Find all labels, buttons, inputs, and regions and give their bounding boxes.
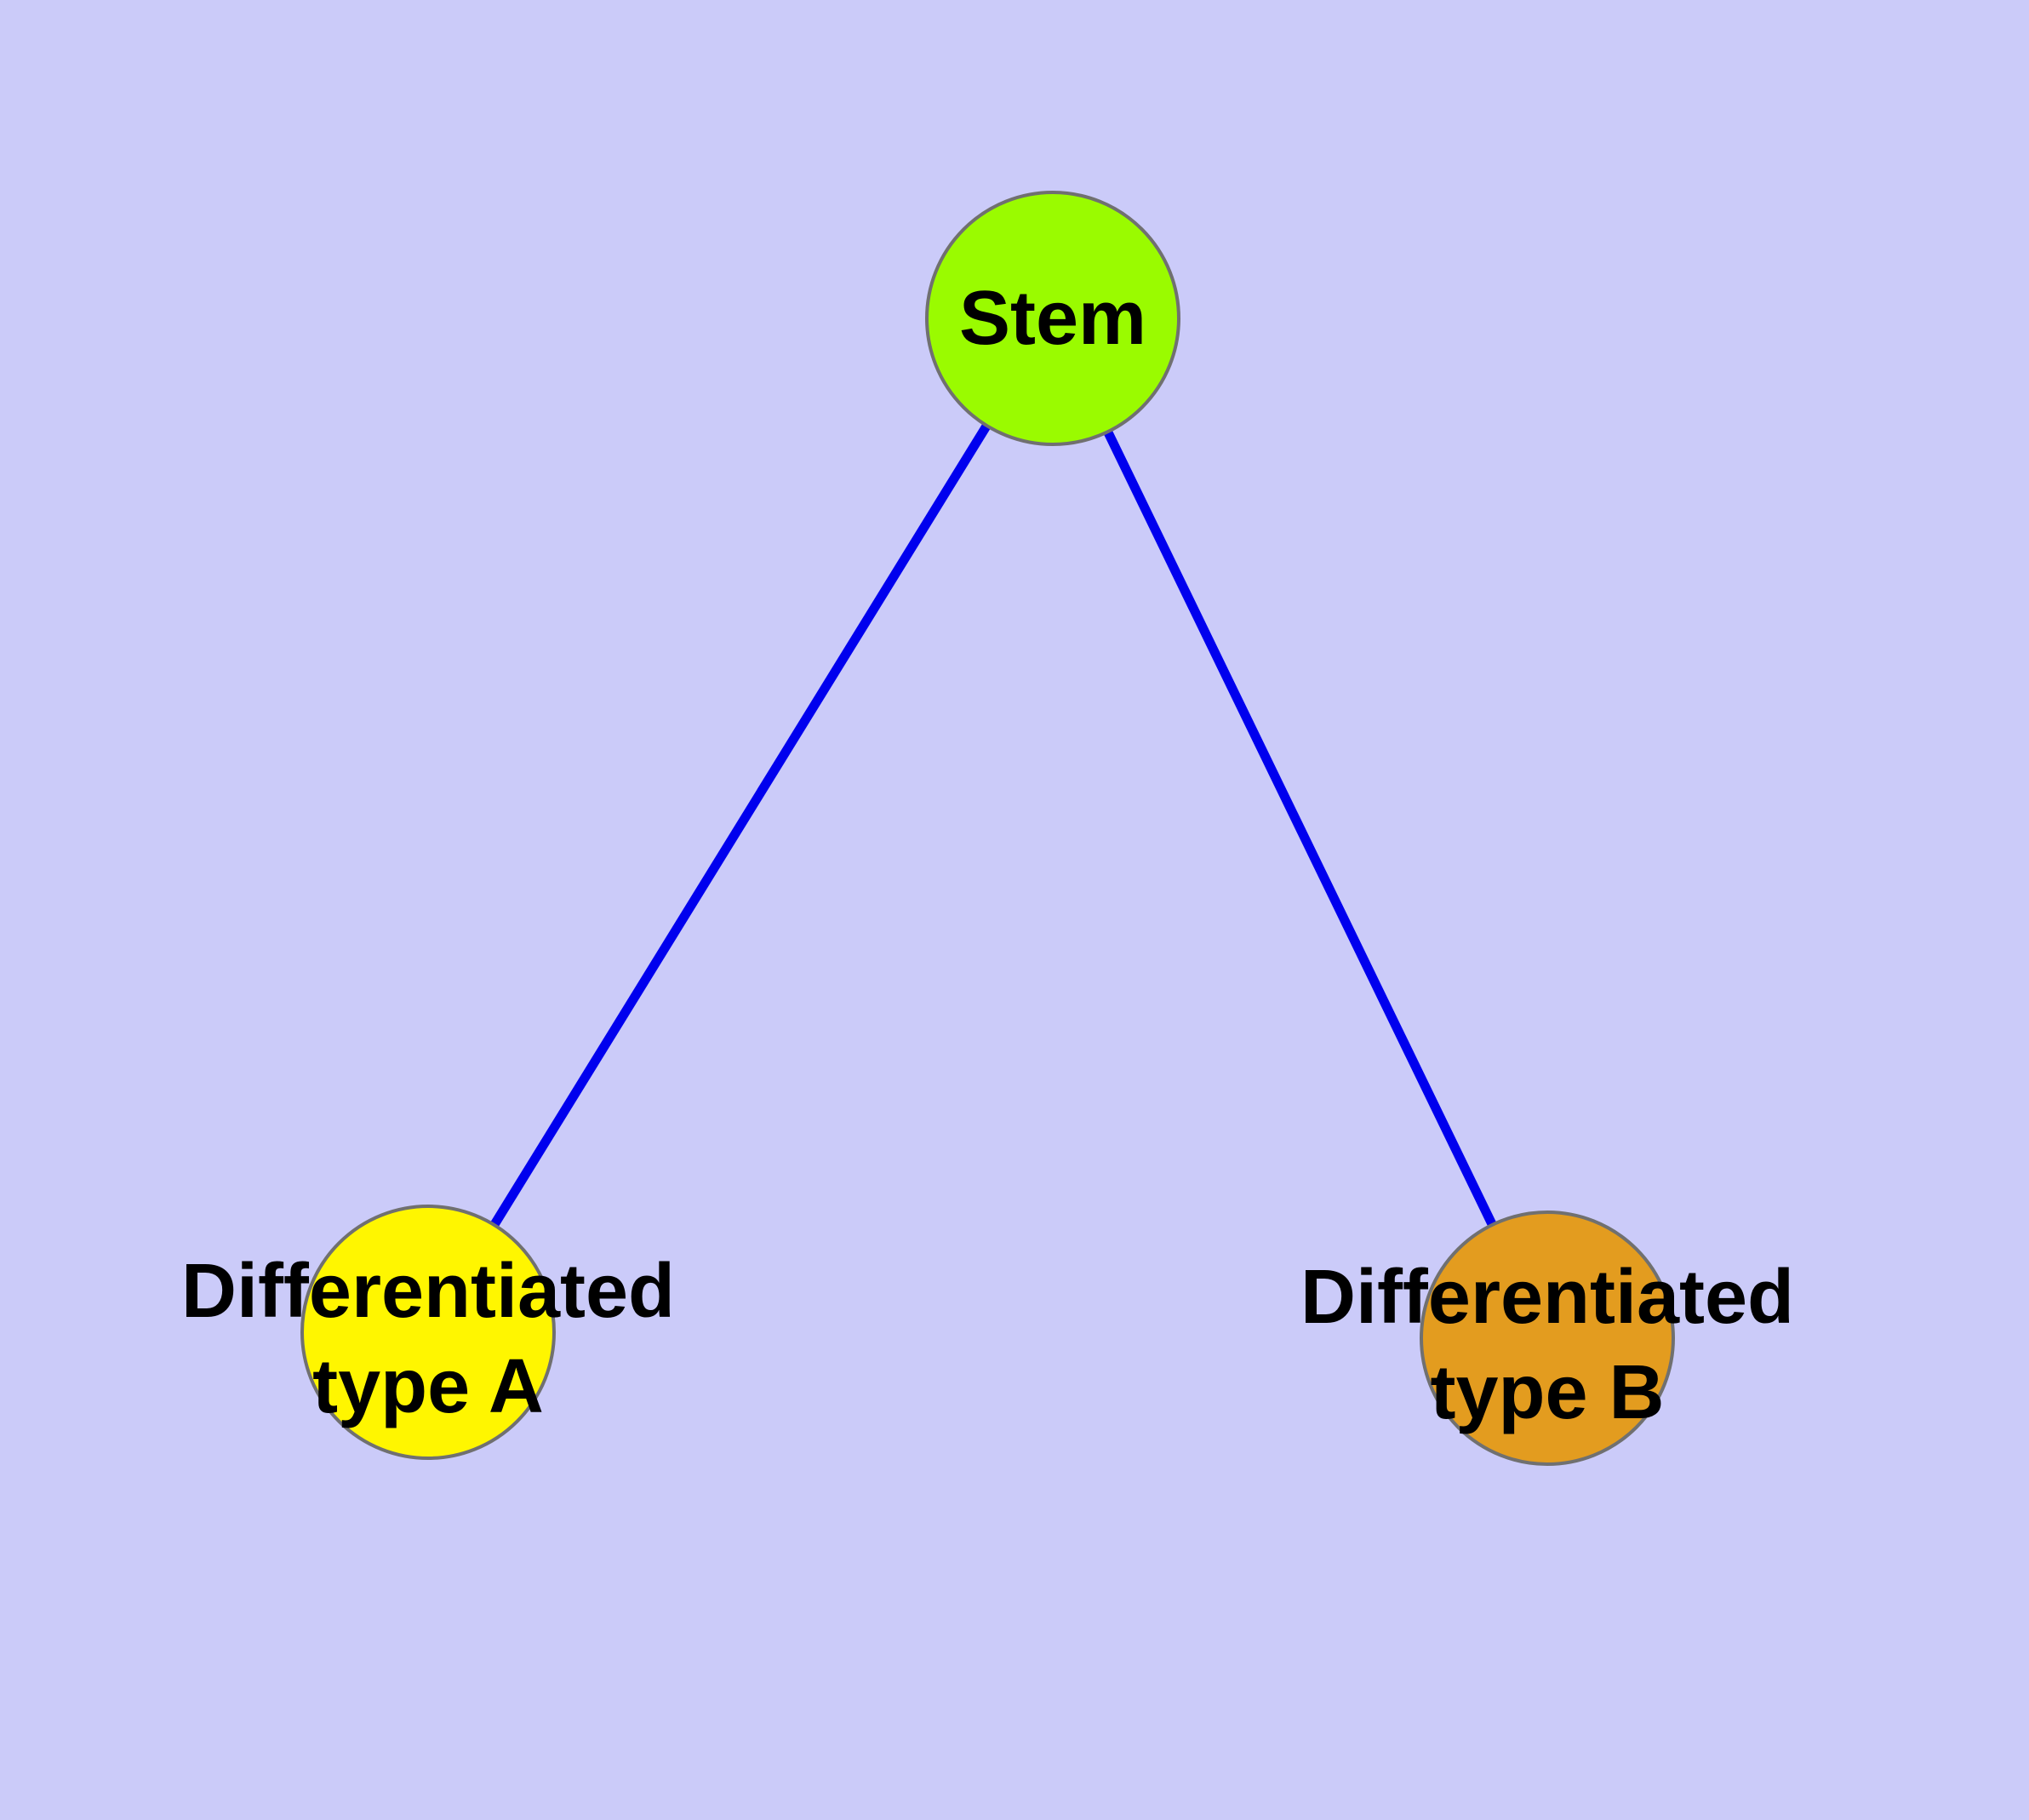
- node-differentiated-type-a-label-line1: Differentiated: [181, 1249, 675, 1334]
- node-differentiated-type-a-circle: [300, 1205, 556, 1460]
- node-stem: Stem: [925, 191, 1180, 446]
- node-differentiated-type-b-label-line2: type B: [1430, 1350, 1664, 1435]
- node-stem-circle: [925, 191, 1180, 446]
- node-differentiated-type-a-label-line2: type A: [312, 1344, 544, 1429]
- node-differentiated-type-b-circle: [1420, 1210, 1675, 1466]
- node-stem-label: Stem: [959, 276, 1146, 361]
- node-differentiated-type-b-label-line1: Differentiated: [1300, 1255, 1794, 1340]
- edge-stem-to-type-b: [1049, 316, 1552, 1341]
- node-differentiated-type-a: Differentiated type A: [181, 1205, 675, 1460]
- edge-stem-to-type-a: [424, 316, 1057, 1335]
- node-differentiated-type-b: Differentiated type B: [1300, 1210, 1794, 1466]
- edge-layer: [424, 316, 1552, 1341]
